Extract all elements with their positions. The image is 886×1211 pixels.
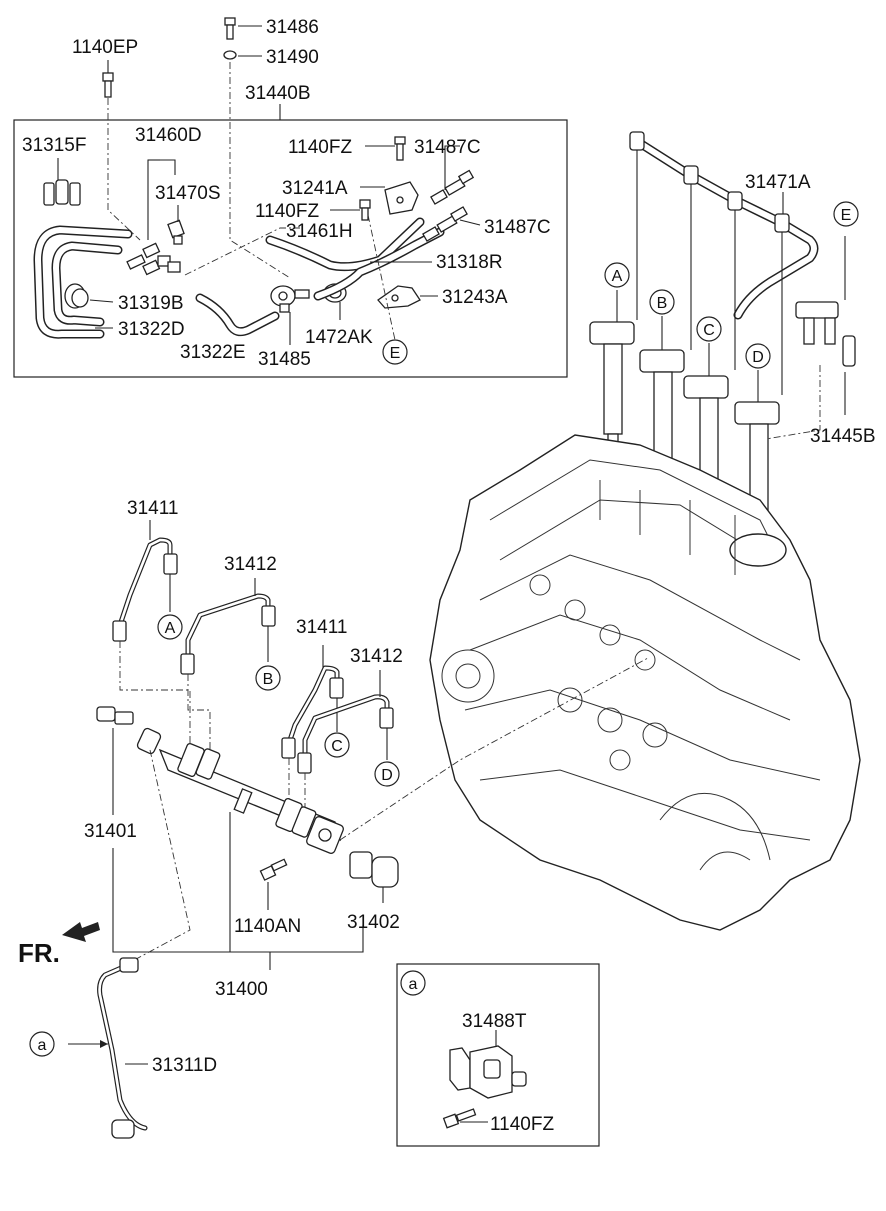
callout-circle-d-top: D: [745, 343, 771, 402]
callout-circle-c-pipe: C: [324, 732, 350, 758]
bolt-1140an: [259, 858, 288, 881]
bracket-31241a: [384, 181, 419, 215]
label-1472ak: 1472AK: [305, 327, 373, 348]
bolt-1140ep: [102, 72, 114, 98]
callout-E-box: E: [390, 345, 401, 362]
callout-circle-a-top: A: [604, 262, 630, 322]
callout-circle-a-tube: a: [29, 1031, 55, 1057]
label-31412-b: 31412: [224, 554, 277, 575]
label-1140an: 1140AN: [234, 916, 301, 937]
label-31487c-bottom: 31487C: [484, 217, 551, 238]
callout-circle-d-pipe: D: [374, 761, 400, 787]
callout-D-injector: D: [752, 349, 764, 366]
injector-a: [589, 321, 635, 457]
label-31471a: 31471A: [745, 172, 811, 193]
label-31243a: 31243A: [442, 287, 508, 308]
fitting-31485: [270, 285, 310, 313]
connector-31470s: [167, 219, 185, 245]
label-31488t: 31488T: [462, 1011, 527, 1032]
callout-a-detail: a: [409, 976, 418, 993]
label-31487c-top: 31487C: [414, 137, 481, 158]
callout-circle-e-box: E: [382, 339, 408, 365]
label-31445b: 31445B: [810, 426, 876, 447]
label-31311d: 31311D: [152, 1055, 217, 1076]
clip-31445b: [795, 301, 856, 367]
fuel-hose-kit-box: [13, 119, 568, 378]
pressure-sensor-31401: [96, 706, 162, 755]
connector-31460d: [126, 242, 181, 276]
callout-C-injector: C: [703, 322, 715, 339]
callout-A-pipe: A: [165, 620, 176, 637]
common-rail-31400: [158, 742, 344, 854]
bolt-1140fz-detail: [442, 1108, 477, 1129]
bracket-31488t: [449, 1045, 527, 1099]
label-31401: 31401: [84, 821, 137, 842]
callout-circle-e-right: E: [833, 201, 859, 227]
callout-E-right: E: [841, 207, 852, 224]
bolt-1140fz-mid: [359, 199, 371, 221]
label-31461h: 31461H: [286, 221, 353, 242]
label-31460d: 31460D: [135, 125, 202, 146]
label-1140fz-top: 1140FZ: [288, 137, 352, 158]
pressure-valve-31402: [349, 851, 399, 888]
callout-circle-c-top: C: [696, 316, 722, 376]
label-1140ep: 1140EP: [72, 37, 138, 58]
pipe-31487c-bottom: [422, 206, 468, 242]
label-31411-a: 31411: [127, 498, 178, 519]
callout-A-injector: A: [612, 268, 623, 285]
callout-a-tube: a: [38, 1037, 47, 1054]
label-31241a: 31241A: [282, 178, 348, 199]
label-31412-d: 31412: [350, 646, 403, 667]
label-31319b: 31319B: [118, 293, 184, 314]
front-direction-arrow: [62, 922, 100, 942]
bolt-1140fz-top: [394, 136, 406, 161]
label-31400: 31400: [215, 979, 268, 1000]
front-direction-label: FR.: [18, 938, 60, 968]
clip-31315f: [43, 179, 81, 206]
label-31402: 31402: [347, 912, 400, 933]
callout-B-injector: B: [657, 295, 668, 312]
bracket-31243a: [377, 285, 421, 309]
callout-circle-a-pipe: A: [157, 614, 183, 640]
label-31322e: 31322E: [180, 342, 246, 363]
injector-b: [639, 349, 685, 485]
label-31322d: 31322D: [118, 319, 185, 340]
callout-circle-a-detail: a: [400, 970, 426, 996]
label-31318r: 31318R: [436, 252, 503, 273]
label-31315f: 31315F: [22, 135, 86, 156]
label-1140fz-detail: 1140FZ: [490, 1114, 554, 1135]
label-1140fz-mid: 1140FZ: [255, 201, 319, 222]
callout-B-pipe: B: [263, 671, 274, 688]
callout-C-pipe: C: [331, 738, 343, 755]
label-31470s: 31470S: [155, 183, 221, 204]
label-31485: 31485: [258, 349, 311, 370]
callout-circle-b-pipe: B: [255, 665, 281, 691]
hp-pipe-31411-a: [117, 537, 173, 628]
detail-box-a: [396, 963, 600, 1147]
return-line-connectors: [629, 131, 790, 233]
clamp-31319b: [64, 283, 89, 309]
label-31411-c: 31411: [296, 617, 347, 638]
engine-block: [429, 434, 861, 931]
callout-circle-b-top: B: [649, 289, 675, 350]
label-31490: 31490: [266, 47, 319, 68]
pipe-31487c-top: [430, 169, 475, 205]
label-31440b: 31440B: [245, 83, 311, 104]
bolt-31486: [224, 17, 236, 40]
label-31486: 31486: [266, 17, 319, 38]
callout-D-pipe: D: [381, 767, 393, 784]
washer-31490: [223, 50, 237, 60]
